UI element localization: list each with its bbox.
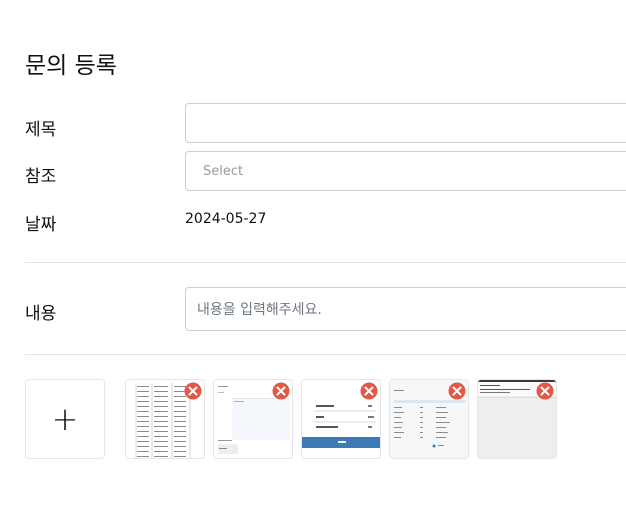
attachment-thumbnail-document[interactable] [213,379,293,459]
date-value: 2024-05-27 [185,211,267,227]
document-thumbnail-icon [218,386,290,454]
divider-bottom [25,354,626,355]
reference-label: 참조 [25,167,57,187]
remove-x-icon[interactable] [360,382,378,400]
title-input[interactable] [185,103,626,143]
attachment-thumbnail-table-screen[interactable] [389,379,469,459]
content-placeholder: 내용을 입력해주세요. [197,302,322,318]
content-label: 내용 [25,304,57,324]
attachment-thumbnail-web-page[interactable] [477,379,557,459]
spreadsheet-thumbnail-icon [135,383,191,458]
attachment-thumbnail-form-dialog[interactable] [301,379,381,459]
title-label: 제목 [25,120,57,140]
attachment-thumbnail-spreadsheet[interactable] [125,379,205,459]
form-dialog-thumbnail-icon [302,405,380,448]
reference-select[interactable]: Select [185,151,626,191]
page-title: 문의 등록 [25,53,117,79]
remove-x-icon[interactable] [448,382,466,400]
web-page-thumbnail-icon [478,380,556,398]
plus-icon: + [51,400,79,438]
remove-x-icon[interactable] [272,382,290,400]
remove-x-icon[interactable] [536,382,554,400]
table-screen-thumbnail-icon [394,390,466,448]
date-label: 날짜 [25,215,57,235]
add-attachment-button[interactable]: + [25,379,105,459]
remove-x-icon[interactable] [184,382,202,400]
content-textarea[interactable]: 내용을 입력해주세요. [185,287,626,331]
reference-select-placeholder: Select [203,163,244,179]
divider-top [25,262,626,263]
